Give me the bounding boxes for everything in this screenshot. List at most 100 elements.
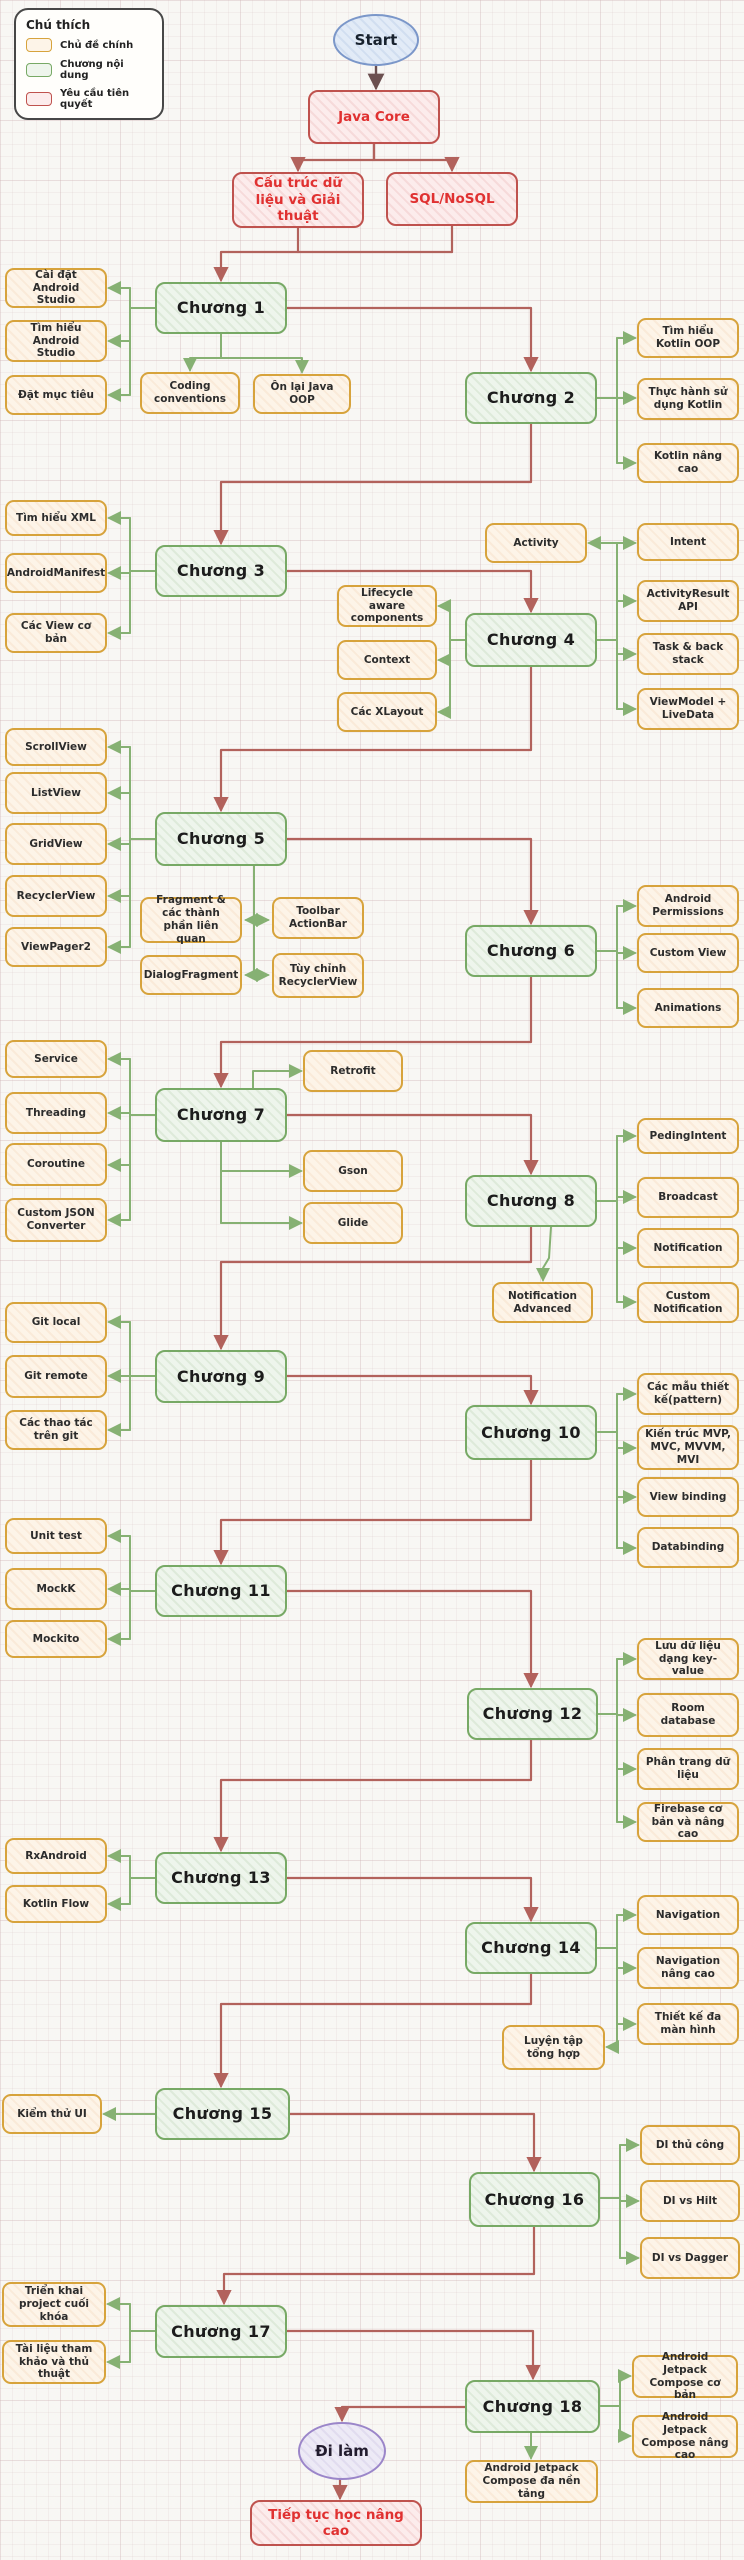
node-tai-lieu-tham-khao[interactable]: Tài liệu tham khảo và thủ thuật [2, 2340, 106, 2384]
node-key-value[interactable]: Lưu dữ liệu dạng key-value [637, 1638, 739, 1680]
node-chuong-7[interactable]: Chương 7 [155, 1088, 287, 1142]
node-di-vs-hilt[interactable]: DI vs Hilt [640, 2180, 740, 2222]
node-mau-thiet-ke[interactable]: Các mẫu thiết kế(pattern) [637, 1373, 739, 1415]
node-task-back-stack[interactable]: Task & back stack [637, 633, 739, 675]
node-pedingintent[interactable]: PedingIntent [637, 1118, 739, 1154]
node-chuong-10[interactable]: Chương 10 [465, 1405, 597, 1460]
node-cac-thao-tac-git[interactable]: Các thao tác trên git [5, 1410, 107, 1450]
node-retrofit[interactable]: Retrofit [303, 1050, 403, 1092]
node-di-vs-dagger[interactable]: DI vs Dagger [640, 2237, 740, 2279]
node-cai-dat-android-studio[interactable]: Cài đặt Android Studio [5, 268, 107, 308]
node-chuong-3[interactable]: Chương 3 [155, 545, 287, 597]
node-room-database[interactable]: Room database [637, 1693, 739, 1737]
node-context[interactable]: Context [337, 640, 437, 680]
node-coding-conventions[interactable]: Coding conventions [140, 372, 240, 414]
node-custom-json-converter[interactable]: Custom JSON Converter [5, 1198, 107, 1242]
node-androidmanifest[interactable]: AndroidManifest [5, 553, 107, 593]
node-chuong-2[interactable]: Chương 2 [465, 372, 597, 424]
node-kotlin-nang-cao[interactable]: Kotlin nâng cao [637, 443, 739, 483]
edge-flow [372, 142, 460, 173]
node-mockk[interactable]: MockK [5, 1568, 107, 1610]
node-navigation[interactable]: Navigation [637, 1895, 739, 1935]
node-viewpager2[interactable]: ViewPager2 [5, 927, 107, 967]
node-coroutine[interactable]: Coroutine [5, 1143, 107, 1186]
node-android-permissions[interactable]: Android Permissions [637, 885, 739, 927]
node-activityresult-api[interactable]: ActivityResult API [637, 580, 739, 622]
node-trien-khai-project[interactable]: Triển khai project cuối khóa [2, 2282, 106, 2327]
node-chuong-6[interactable]: Chương 6 [465, 925, 597, 977]
node-tiep-tuc-hoc[interactable]: Tiếp tục học nâng cao [250, 2500, 422, 2546]
node-chuong-18[interactable]: Chương 18 [465, 2380, 600, 2433]
node-custom-view[interactable]: Custom View [637, 933, 739, 973]
node-toolbar-actionbar[interactable]: Toolbar ActionBar [272, 897, 364, 939]
node-notification-advanced[interactable]: Notification Advanced [492, 1282, 593, 1323]
node-tim-hieu-xml[interactable]: Tìm hiểu XML [5, 500, 107, 536]
node-service[interactable]: Service [5, 1040, 107, 1078]
node-cau-truc-dl-gt[interactable]: Cấu trúc dữ liệu và Giải thuật [232, 172, 364, 228]
node-chuong-1[interactable]: Chương 1 [155, 282, 287, 334]
node-chuong-4[interactable]: Chương 4 [465, 613, 597, 667]
node-phan-trang[interactable]: Phân trang dữ liệu [637, 1748, 739, 1790]
node-compose-nang-cao[interactable]: Android Jetpack Compose nâng cao [632, 2411, 738, 2461]
node-di-lam[interactable]: Đi làm [298, 2422, 386, 2480]
node-chuong-13[interactable]: Chương 13 [155, 1852, 287, 1904]
node-sql-nosql[interactable]: SQL/NoSQL [386, 172, 518, 226]
legend-item-topic: Chủ đề chính [26, 38, 152, 52]
node-chuong-17[interactable]: Chương 17 [155, 2305, 287, 2358]
node-fragment-lien-quan[interactable]: Fragment & các thành phần liên quan [140, 894, 242, 945]
node-gson[interactable]: Gson [303, 1150, 403, 1192]
node-cac-view-co-ban[interactable]: Các View cơ bản [5, 613, 107, 653]
node-custom-notification[interactable]: Custom Notification [637, 1282, 739, 1323]
node-view-binding[interactable]: View binding [637, 1477, 739, 1517]
prereq-swatch-icon [26, 92, 52, 106]
node-listview[interactable]: ListView [5, 772, 107, 814]
node-threading[interactable]: Threading [5, 1092, 107, 1134]
chapter-swatch-icon [26, 63, 52, 77]
node-compose-co-ban[interactable]: Android Jetpack Compose cơ bản [632, 2351, 738, 2401]
node-git-remote[interactable]: Git remote [5, 1355, 107, 1398]
node-activity[interactable]: Activity [485, 523, 587, 563]
node-rxandroid[interactable]: RxAndroid [5, 1838, 107, 1874]
node-kiem-thu-ui[interactable]: Kiểm thử UI [2, 2094, 102, 2134]
node-thiet-ke-da-man-hinh[interactable]: Thiết kế đa màn hình [637, 2003, 739, 2045]
node-dat-muc-tieu[interactable]: Đặt mục tiêu [5, 375, 107, 415]
node-databinding[interactable]: Databinding [637, 1527, 739, 1568]
node-chuong-9[interactable]: Chương 9 [155, 1350, 287, 1403]
node-viewmodel-livedata[interactable]: ViewModel + LiveData [637, 688, 739, 730]
node-di-thu-cong[interactable]: DI thủ công [640, 2125, 740, 2165]
node-navigation-nang-cao[interactable]: Navigation nâng cao [637, 1947, 739, 1989]
node-kotlin-flow[interactable]: Kotlin Flow [5, 1885, 107, 1923]
node-firebase[interactable]: Firebase cơ bản và nâng cao [637, 1802, 739, 1842]
node-dialogfragment[interactable]: DialogFragment [140, 955, 242, 995]
node-java-core[interactable]: Java Core [308, 90, 440, 144]
node-compose-da-nen-tang[interactable]: Android Jetpack Compose đa nền tảng [465, 2460, 598, 2503]
node-on-lai-java-oop[interactable]: Ôn lại Java OOP [253, 374, 351, 414]
node-chuong-14[interactable]: Chương 14 [465, 1922, 597, 1974]
node-tim-hieu-kotlin-oop[interactable]: Tìm hiểu Kotlin OOP [637, 318, 739, 358]
node-gridview[interactable]: GridView [5, 823, 107, 865]
node-thuc-hanh-kotlin[interactable]: Thực hành sử dụng Kotlin [637, 378, 739, 420]
node-unit-test[interactable]: Unit test [5, 1518, 107, 1554]
node-lifecycle-aware[interactable]: Lifecycle aware components [337, 585, 437, 627]
node-animations[interactable]: Animations [637, 988, 739, 1028]
node-glide[interactable]: Glide [303, 1202, 403, 1244]
node-chuong-12[interactable]: Chương 12 [467, 1688, 598, 1740]
node-tim-hieu-android-studio[interactable]: Tìm hiểu Android Studio [5, 320, 107, 362]
node-git-local[interactable]: Git local [5, 1302, 107, 1343]
node-chuong-15[interactable]: Chương 15 [155, 2088, 290, 2140]
node-luyen-tap-tong-hop[interactable]: Luyện tập tổng hợp [502, 2025, 605, 2070]
node-chuong-16[interactable]: Chương 16 [469, 2172, 600, 2227]
node-kien-truc[interactable]: Kiến trúc MVP, MVC, MVVM, MVI [637, 1425, 739, 1470]
node-start[interactable]: Start [333, 14, 419, 66]
node-tuy-chinh-recyclerview[interactable]: Tùy chỉnh RecyclerView [272, 953, 364, 998]
node-cac-xlayout[interactable]: Các XLayout [337, 692, 437, 732]
node-mockito[interactable]: Mockito [5, 1620, 107, 1658]
node-chuong-11[interactable]: Chương 11 [155, 1565, 287, 1617]
node-recyclerview[interactable]: RecyclerView [5, 875, 107, 917]
node-notification[interactable]: Notification [637, 1228, 739, 1268]
node-chuong-5[interactable]: Chương 5 [155, 812, 287, 866]
node-intent[interactable]: Intent [637, 523, 739, 561]
node-chuong-8[interactable]: Chương 8 [465, 1175, 597, 1227]
node-scrollview[interactable]: ScrollView [5, 728, 107, 766]
node-broadcast[interactable]: Broadcast [637, 1177, 739, 1218]
